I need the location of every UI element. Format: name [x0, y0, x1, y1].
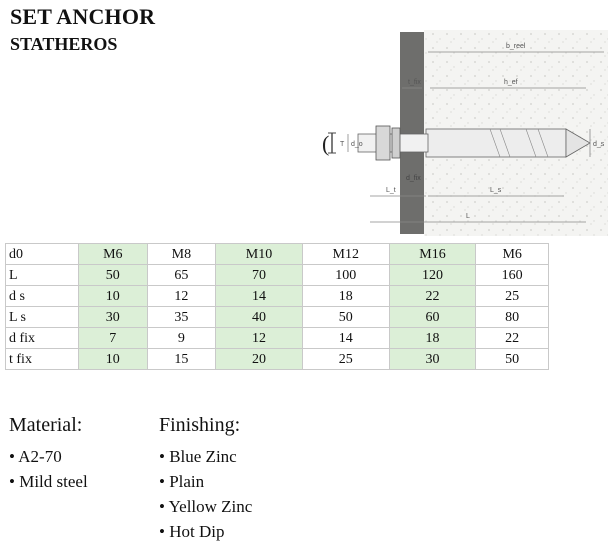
table-cell: 30	[388, 348, 477, 370]
table-cell: 7	[78, 327, 148, 349]
dim-label: d_fix	[406, 175, 421, 182]
anchor-washer	[391, 127, 401, 159]
table-cell: 25	[301, 348, 390, 370]
dim-label: t_fix	[408, 79, 421, 86]
table-cell: M12	[301, 243, 390, 265]
row-label: L	[5, 264, 79, 286]
row-label: d fix	[5, 327, 79, 349]
page-subtitle: STATHEROS	[10, 34, 118, 54]
table-cell: 22	[475, 327, 549, 349]
table-cell: 60	[388, 306, 477, 328]
table-cell: 15	[146, 348, 217, 370]
bracket-glyph: (	[322, 131, 329, 156]
anchor-nut	[375, 125, 391, 161]
row-label: L s	[5, 306, 79, 328]
table-cell: 14	[215, 285, 303, 307]
table-cell: M6	[475, 243, 549, 265]
row-label: d s	[5, 285, 79, 307]
anchor-diagram: b_reel h_ef t_fix ( T d_o d_s d_fix L_t …	[322, 30, 608, 236]
dim-label: b_reel	[506, 43, 526, 50]
table-cell: 18	[301, 285, 390, 307]
table-cell: 12	[146, 285, 217, 307]
table-cell: 50	[475, 348, 549, 370]
material-item: • Mild steel	[9, 472, 88, 491]
table-cell: 30	[78, 306, 148, 328]
table-cell: M10	[215, 243, 303, 265]
table-cell: 25	[475, 285, 549, 307]
anchor-cone	[565, 128, 591, 158]
finishing-item: • Hot Dip	[159, 522, 225, 541]
dim-label: L_t	[386, 187, 396, 194]
table-cell: 14	[301, 327, 390, 349]
fixture-plate	[400, 32, 424, 234]
table-cell: 100	[301, 264, 390, 286]
table-cell: 70	[215, 264, 303, 286]
finishing-section: Finishing: • Blue Zinc • Plain • Yellow …	[159, 414, 252, 544]
dim-label: L_s	[490, 187, 502, 194]
material-heading: Material:	[9, 414, 83, 436]
dim-label: L	[466, 213, 470, 220]
anchor-sleeve	[425, 128, 567, 158]
table-cell: 35	[146, 306, 217, 328]
material-item: • A2-70	[9, 447, 62, 466]
dim-label: h_ef	[504, 79, 518, 86]
finishing-item: • Blue Zinc	[159, 447, 237, 466]
table-cell: 22	[388, 285, 477, 307]
row-label: t fix	[5, 348, 79, 370]
table-cell: 20	[215, 348, 303, 370]
table-cell: M16	[388, 243, 477, 265]
dim-label: d_s	[593, 141, 605, 148]
table-cell: M6	[78, 243, 148, 265]
table-cell: 9	[146, 327, 217, 349]
page-title: SET ANCHOR	[10, 4, 156, 29]
table-cell: 40	[215, 306, 303, 328]
finishing-item: • Yellow Zinc	[159, 497, 253, 516]
table-cell: 160	[475, 264, 549, 286]
finishing-heading: Finishing:	[159, 414, 241, 436]
finishing-item: • Plain	[159, 472, 205, 491]
row-label: d0	[5, 243, 79, 265]
table-cell: 65	[146, 264, 217, 286]
table-cell: 50	[301, 306, 390, 328]
dim-label: d_o	[351, 141, 363, 148]
dim-label: T	[340, 141, 345, 148]
table-cell: 10	[78, 285, 148, 307]
table-cell: 12	[215, 327, 303, 349]
table-cell: 10	[78, 348, 148, 370]
table-cell: 80	[475, 306, 549, 328]
table-cell: 120	[388, 264, 477, 286]
table-cell: 50	[78, 264, 148, 286]
material-section: Material: • A2-70 • Mild steel	[9, 414, 88, 494]
table-cell: M8	[146, 243, 217, 265]
table-cell: 18	[388, 327, 477, 349]
